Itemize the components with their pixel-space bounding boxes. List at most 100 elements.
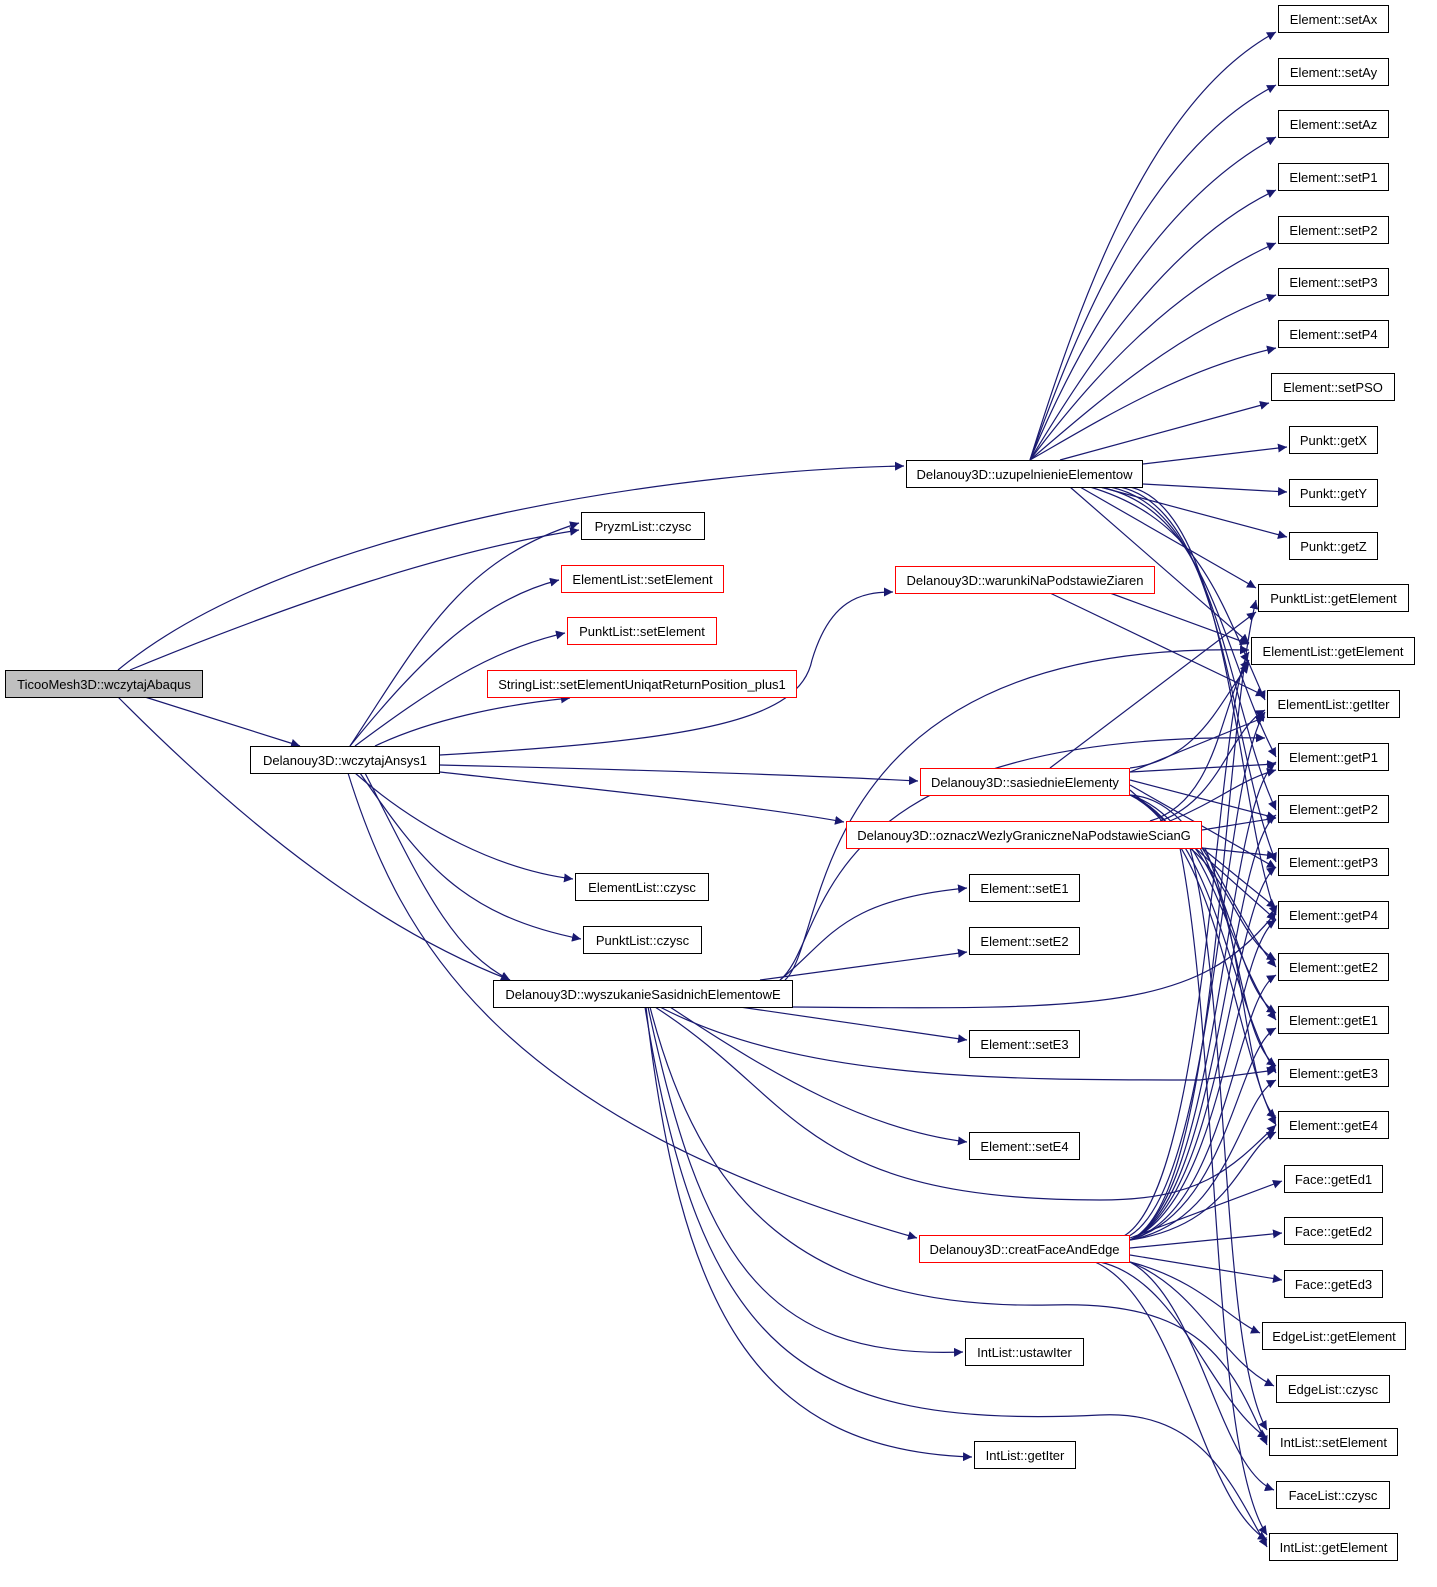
node-element-gete3[interactable]: Element::getE3 (1278, 1059, 1389, 1087)
edge-uzup-to-setax (1029, 31, 1277, 461)
node-pryzmlist-czysc[interactable]: PryzmList::czysc (581, 512, 705, 540)
node-edgelist-czysc[interactable]: EdgeList::czysc (1276, 1375, 1390, 1403)
node-intlist-getiter[interactable]: IntList::getIter (974, 1441, 1076, 1469)
edge-wyszukanie-to-set-e4 (669, 1006, 968, 1146)
node-element-gete4[interactable]: Element::getE4 (1278, 1111, 1389, 1139)
edge-uzup-to-setp1 (1029, 189, 1277, 461)
edge-root-to-pryzmlist-czysc (129, 526, 580, 671)
node-element-setp1[interactable]: Element::setP1 (1278, 163, 1389, 191)
edge-uzup-to-setp2 (1029, 242, 1277, 461)
edge-wyszukanie-to-get-p4 (792, 911, 1277, 1009)
edge-ansys-to-creat-face-and-edge (347, 772, 918, 1240)
edge-uzup-to-setaz (1029, 136, 1277, 461)
edge-ansys-to-pryzmlist-czysc (349, 521, 580, 747)
node-elementlist-czysc[interactable]: ElementList::czysc (575, 873, 709, 901)
node-warunki-na-podstawie-ziaren[interactable]: Delanouy3D::warunkiNaPodstawieZiaren (895, 566, 1155, 594)
edge-ansys-to-stringlist (374, 694, 571, 747)
node-face-geted3[interactable]: Face::getEd3 (1284, 1270, 1383, 1298)
edge-sasiednie-to-getp2 (1129, 779, 1277, 821)
node-edgelist-getelement[interactable]: EdgeList::getElement (1262, 1322, 1406, 1350)
node-element-setay[interactable]: Element::setAy (1278, 58, 1389, 86)
edge-sasiednie-to-getp4 (1129, 789, 1277, 921)
edge-uzup-to-punktlist-getelement (1079, 486, 1257, 589)
node-stringlist-setelement[interactable]: StringList::setElementUniqatReturnPositi… (487, 670, 797, 698)
node-punktlist-setelement[interactable]: PunktList::setElement (567, 617, 717, 645)
edge-uzup-to-setay (1029, 84, 1277, 461)
node-element-setp4[interactable]: Element::setP4 (1278, 320, 1389, 348)
edge-uzup-to-setpso (1059, 401, 1270, 461)
node-sasiednie-elementy[interactable]: Delanouy3D::sasiednieElementy (920, 768, 1130, 796)
edge-creat-to-elementlist-getiter (1124, 711, 1266, 1239)
edge-wyszukanie-to-intlist-getiter (645, 1006, 973, 1462)
call-edges (117, 31, 1288, 1548)
edge-uzup-to-gety (1142, 483, 1288, 496)
node-intlist-ustawiter[interactable]: IntList::ustawIter (965, 1338, 1084, 1366)
edge-creat-to-getp4 (1129, 919, 1277, 1241)
node-punktlist-czysc[interactable]: PunktList::czysc (583, 926, 702, 954)
node-facelist-czysc[interactable]: FaceList::czysc (1276, 1481, 1390, 1509)
edge-creat-to-gete2 (1129, 974, 1277, 1241)
node-element-getp2[interactable]: Element::getP2 (1278, 795, 1389, 823)
edge-sasiednie-to-getp3 (1129, 784, 1277, 869)
node-punkt-getx[interactable]: Punkt::getX (1289, 426, 1378, 454)
edge-sasiednie-to-gete1 (1129, 794, 1277, 1021)
edge-ansys-to-punktlist-setelement (354, 630, 566, 747)
node-uzupelnienie-elementow[interactable]: Delanouy3D::uzupelnienieElementow (906, 460, 1143, 488)
edge-creat-to-gete3 (1129, 1079, 1277, 1241)
edge-wyszukanie-to-set-e3 (739, 1006, 968, 1044)
node-creat-face-and-edge[interactable]: Delanouy3D::creatFaceAndEdge (919, 1235, 1130, 1263)
edge-root-to-wyszukanie (117, 696, 511, 981)
node-element-setaz[interactable]: Element::setAz (1278, 110, 1389, 138)
edge-uzup-to-getx (1142, 443, 1288, 465)
edge-warunki-to-elementlist-getiter (1049, 592, 1266, 697)
edge-oznacz-to-intlist-getelement (1179, 847, 1268, 1536)
edge-wyszukanie-to-elementlist-getelement (784, 645, 1250, 981)
edge-creat-to-getp1 (1129, 761, 1277, 1241)
node-elementlist-getelement[interactable]: ElementList::getElement (1251, 637, 1415, 665)
node-punkt-gety[interactable]: Punkt::getY (1289, 479, 1378, 507)
node-face-geted1[interactable]: Face::getEd1 (1284, 1165, 1383, 1193)
node-element-setpso[interactable]: Element::setPSO (1271, 373, 1395, 401)
node-punktlist-getelement[interactable]: PunktList::getElement (1258, 584, 1409, 612)
node-face-geted2[interactable]: Face::getEd2 (1284, 1217, 1383, 1245)
node-root-wczytaj-abaqus: TicooMesh3D::wczytajAbaqus (5, 670, 203, 698)
node-set-e2[interactable]: Element::setE2 (969, 927, 1080, 955)
edge-uzup-to-getp4 (1129, 486, 1278, 916)
node-set-e3[interactable]: Element::setE3 (969, 1030, 1080, 1058)
node-intlist-setelement[interactable]: IntList::setElement (1269, 1428, 1398, 1456)
node-element-gete2[interactable]: Element::getE2 (1278, 953, 1389, 981)
edge-root-to-uzupelnienie (117, 461, 905, 671)
edge-sasiednie-to-getp1 (1129, 759, 1277, 773)
node-element-setp2[interactable]: Element::setP2 (1278, 216, 1389, 244)
node-set-e4[interactable]: Element::setE4 (969, 1132, 1080, 1160)
node-element-getp4[interactable]: Element::getP4 (1278, 901, 1389, 929)
node-element-getp1[interactable]: Element::getP1 (1278, 743, 1389, 771)
edge-ansys-to-oznacz (439, 771, 845, 825)
edge-creat-to-gete4 (1129, 1131, 1277, 1241)
node-elementlist-setelement[interactable]: ElementList::setElement (561, 565, 724, 593)
node-element-setp3[interactable]: Element::setP3 (1278, 268, 1389, 296)
edge-creat-to-facelist-czysc (1129, 1261, 1275, 1492)
edge-creat-to-edgelist-getelement (1129, 1261, 1261, 1334)
edge-uzup-to-getp2 (1109, 486, 1277, 811)
node-intlist-getelement[interactable]: IntList::getElement (1269, 1533, 1398, 1561)
node-punkt-getz[interactable]: Punkt::getZ (1289, 532, 1378, 560)
node-elementlist-getiter[interactable]: ElementList::getIter (1267, 690, 1400, 718)
edge-sasiednie-to-punktlist-getelement (1049, 611, 1257, 769)
node-set-e1[interactable]: Element::setE1 (969, 874, 1080, 902)
edge-oznacz-to-intlist-setelement (1189, 847, 1268, 1431)
edge-ansys-to-wyszukanie (364, 772, 511, 981)
node-wyszukanie[interactable]: Delanouy3D::wyszukanieSasidnichElementow… (493, 980, 793, 1008)
node-element-gete1[interactable]: Element::getE1 (1278, 1006, 1389, 1034)
node-wczytaj-ansys1[interactable]: Delanouy3D::wczytajAnsys1 (250, 746, 440, 774)
edge-oznacz-to-gete4 (1204, 847, 1277, 1119)
edge-creat-to-geted2 (1129, 1229, 1283, 1249)
node-element-getp3[interactable]: Element::getP3 (1278, 848, 1389, 876)
node-oznacz-wezly[interactable]: Delanouy3D::oznaczWezlyGraniczneNaPodsta… (846, 821, 1202, 849)
edge-creat-to-geted3 (1129, 1254, 1283, 1283)
edge-oznacz-to-getp3 (1201, 847, 1277, 860)
edge-creat-to-gete1 (1129, 1027, 1277, 1241)
node-element-setax[interactable]: Element::setAx (1278, 5, 1389, 33)
edge-sasiednie-to-gete2 (1129, 794, 1277, 968)
